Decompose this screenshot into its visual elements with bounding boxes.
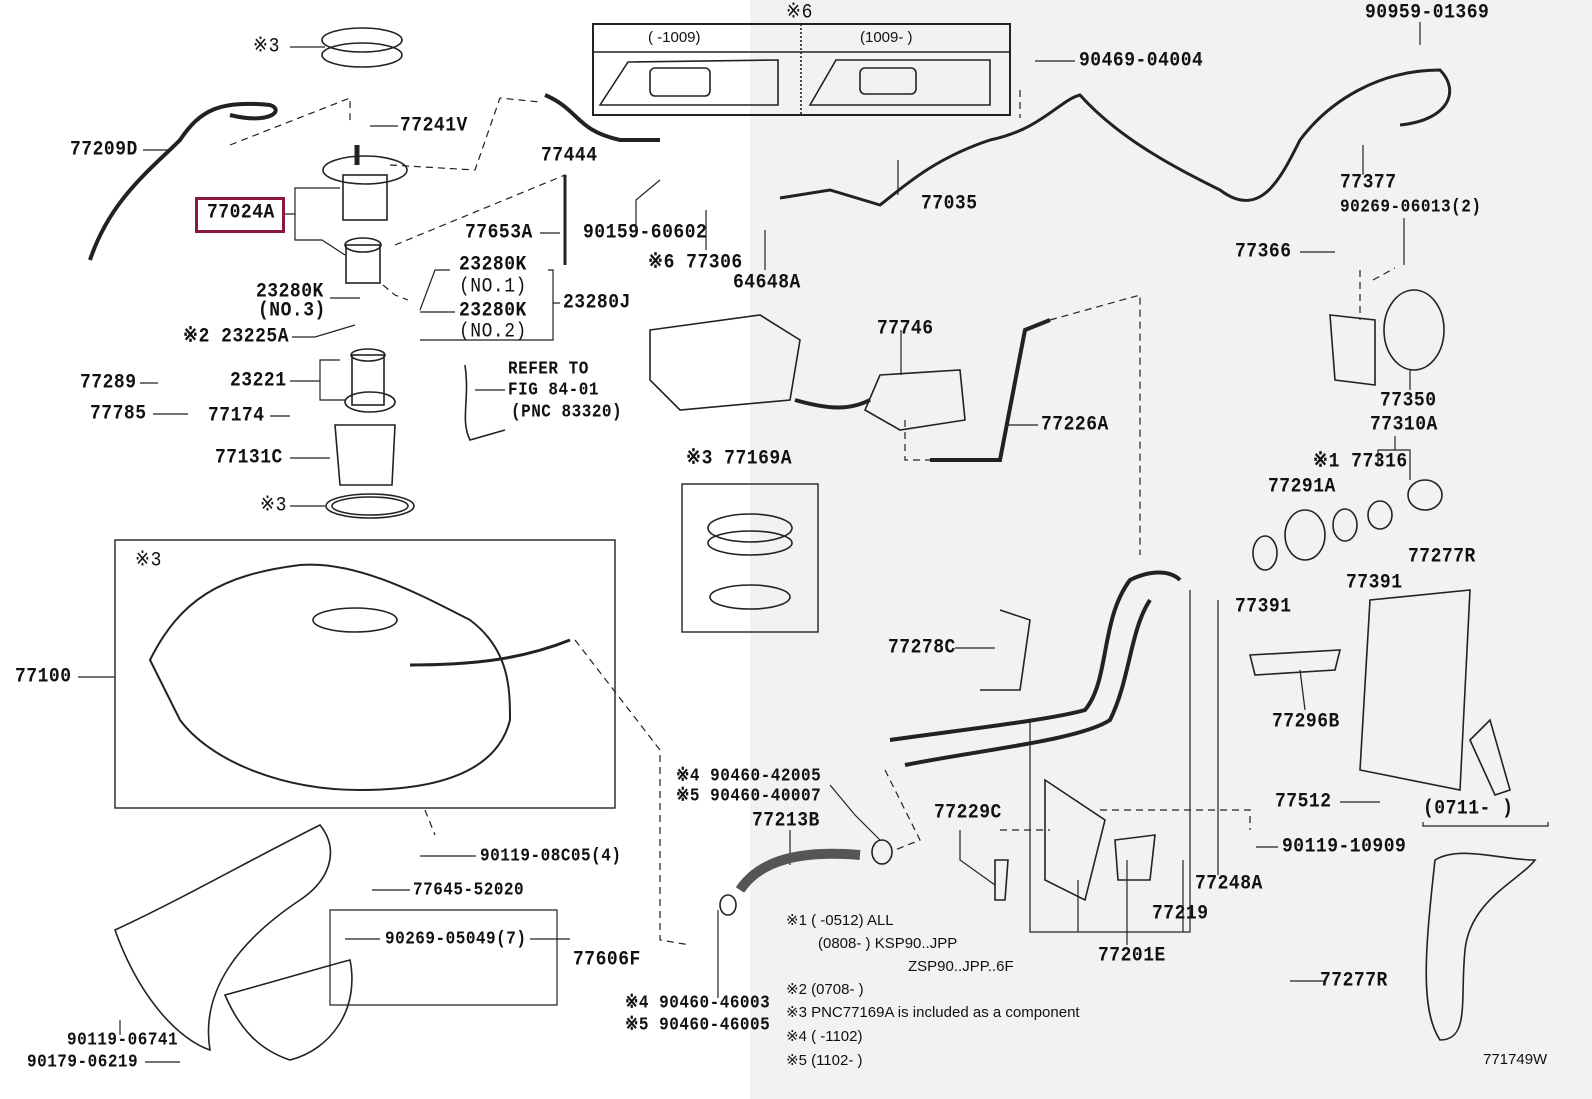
part-label-77606F[interactable]: 77606F (573, 948, 641, 972)
part-label-23221[interactable]: 23221 (230, 369, 287, 393)
part-label-90179-06219[interactable]: 90179-06219 (27, 1051, 139, 1073)
part-label-77316[interactable]: ※1 77316 (1313, 450, 1408, 474)
part-label-77350[interactable]: 77350 (1380, 389, 1437, 413)
part-label-77785[interactable]: 77785 (90, 402, 147, 426)
part-label-90460-42005[interactable]: ※4 90460-42005 (676, 765, 822, 787)
part-label-90959-01369[interactable]: 90959-01369 (1365, 1, 1490, 25)
part-label-77391[interactable]: 77391 (1346, 571, 1403, 595)
variant-header-late: (1009- ) (860, 29, 913, 46)
part-sub-label: (NO.3) (258, 299, 326, 323)
selected-part-highlight (195, 197, 285, 233)
part-label-77645-52020[interactable]: 77645-52020 (413, 879, 525, 901)
part-label-77377[interactable]: 77377 (1340, 171, 1397, 195)
part-label-77219[interactable]: 77219 (1152, 902, 1209, 926)
part-label-23280K-no3[interactable]: 23280K (256, 280, 324, 304)
part-label-77444[interactable]: 77444 (541, 144, 598, 168)
part-label-23280K-no1[interactable]: 23280K (459, 253, 527, 277)
part-label-77277R[interactable]: 77277R (1320, 969, 1388, 993)
part-label-77226A[interactable]: 77226A (1041, 413, 1109, 437)
part-label-77746[interactable]: 77746 (877, 317, 934, 341)
footnote-1: ※1 ( -0512) ALL (786, 912, 894, 929)
part-label-77291A[interactable]: 77291A (1268, 475, 1336, 499)
footnote-3: ※3 PNC77169A is included as a component (786, 1004, 1080, 1021)
part-label-77277R[interactable]: 77277R (1408, 545, 1476, 569)
footnote-4: ※4 ( -1102) (786, 1028, 863, 1045)
part-label-23280J[interactable]: 23280J (563, 291, 631, 315)
part-label-77289[interactable]: 77289 (80, 371, 137, 395)
part-label-77209D[interactable]: 77209D (70, 138, 138, 162)
part-label-90119-10909[interactable]: 90119-10909 (1282, 835, 1407, 859)
part-label-77366[interactable]: 77366 (1235, 240, 1292, 264)
part-label-77653A[interactable]: 77653A (465, 221, 533, 245)
part-label-64648A[interactable]: 64648A (733, 271, 801, 295)
variant-header-early: ( -1009) (648, 29, 701, 46)
part-label-90159-60602[interactable]: 90159-60602 (583, 221, 708, 245)
part-label-90469-04004[interactable]: 90469-04004 (1079, 49, 1204, 73)
footnote-2: ※2 (0708- ) (786, 981, 864, 998)
part-label-90460-46005[interactable]: ※5 90460-46005 (625, 1014, 771, 1036)
part-label-77201E[interactable]: 77201E (1098, 944, 1166, 968)
note-ref-label: ※6 (786, 1, 813, 25)
part-label-77024A[interactable]: 77024A (207, 201, 275, 225)
part-label-77241V[interactable]: 77241V (400, 114, 468, 138)
date-range-label: (0711- ) (1423, 797, 1514, 821)
part-label-23280K-no2[interactable]: 23280K (459, 299, 527, 323)
footnote-5: ※5 (1102- ) (786, 1052, 863, 1069)
refer-to-line1: REFER TO (508, 358, 589, 380)
refer-to-fig-link[interactable]: FIG 84-01 (508, 379, 599, 401)
part-label-90119-08C05[interactable]: 90119-08C05(4) (480, 845, 622, 867)
diagram-code: 771749W (1483, 1051, 1548, 1068)
background-panel (750, 0, 1592, 1099)
part-label-77100[interactable]: 77100 (15, 665, 72, 689)
part-label-77391[interactable]: 77391 (1235, 595, 1292, 619)
part-label-77131C[interactable]: 77131C (215, 446, 283, 470)
part-sub-label: (NO.2) (459, 320, 527, 344)
footnote-1-cont: (0808- ) KSP90..JPP (818, 935, 958, 952)
note-ref-label: ※3 (260, 494, 287, 518)
part-label-77248A[interactable]: 77248A (1195, 872, 1263, 896)
part-label-90460-46003[interactable]: ※4 90460-46003 (625, 992, 771, 1014)
part-sub-label: (NO.1) (459, 275, 527, 299)
part-label-77229C[interactable]: 77229C (934, 801, 1002, 825)
note-ref-label: ※3 (253, 35, 280, 59)
part-label-77035[interactable]: 77035 (921, 192, 978, 216)
part-label-77296B[interactable]: 77296B (1272, 710, 1340, 734)
part-label-77306[interactable]: ※6 77306 (648, 251, 743, 275)
note-ref-label: ※3 (135, 549, 162, 573)
part-label-23225A[interactable]: ※2 23225A (183, 325, 289, 349)
refer-to-pnc: (PNC 83320) (511, 401, 623, 423)
part-label-90269-06013[interactable]: 90269-06013(2) (1340, 196, 1482, 218)
part-label-77169A[interactable]: ※3 77169A (686, 447, 792, 471)
footnote-1-cont: ZSP90..JPP..6F (908, 958, 1014, 975)
part-label-77310A[interactable]: 77310A (1370, 413, 1438, 437)
part-label-77278C[interactable]: 77278C (888, 636, 956, 660)
part-label-90460-40007[interactable]: ※5 90460-40007 (676, 785, 822, 807)
part-label-77174[interactable]: 77174 (208, 404, 265, 428)
part-label-90269-05049[interactable]: 90269-05049(7) (385, 928, 527, 950)
part-label-77512[interactable]: 77512 (1275, 790, 1332, 814)
part-label-90119-06741[interactable]: 90119-06741 (67, 1029, 179, 1051)
part-label-77213B[interactable]: 77213B (752, 809, 820, 833)
